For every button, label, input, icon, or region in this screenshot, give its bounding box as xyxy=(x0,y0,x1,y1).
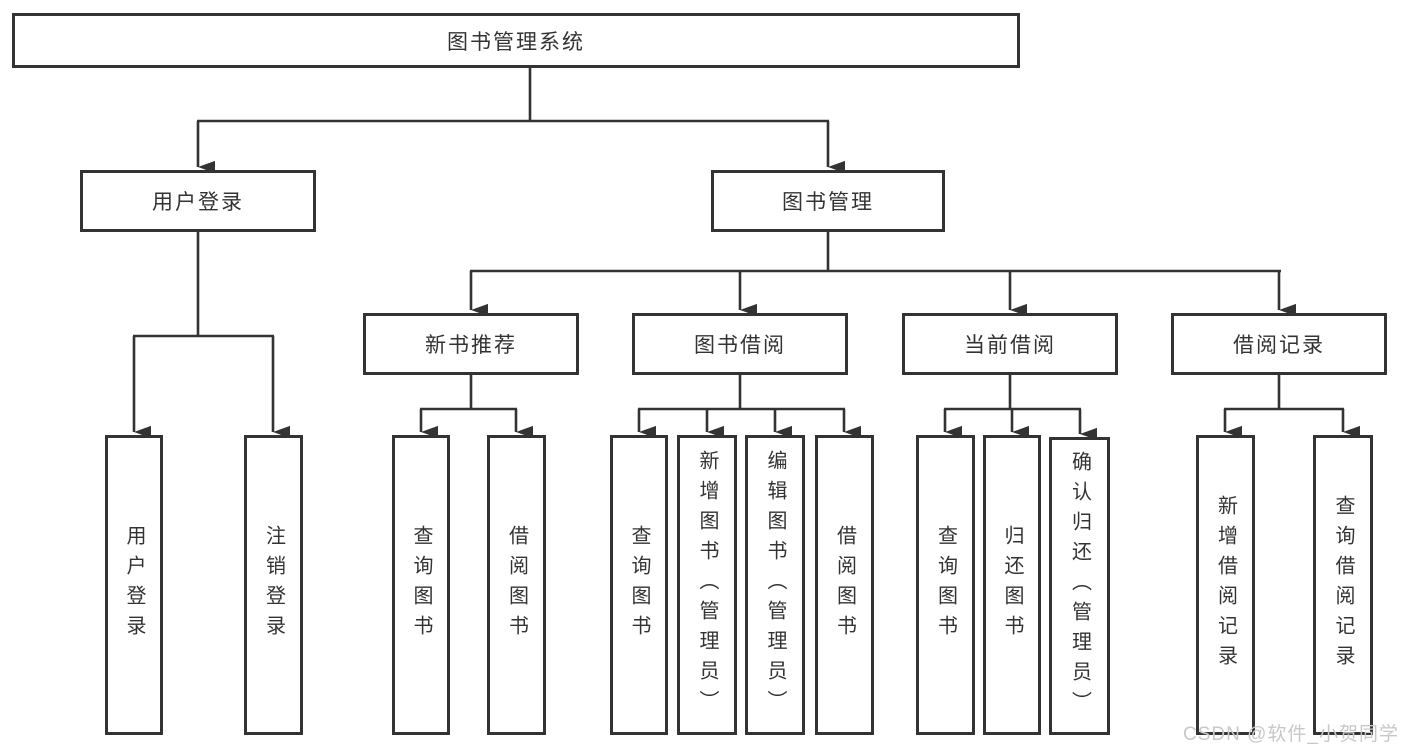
group-borrowing-records: 借阅记录 xyxy=(1171,313,1387,375)
watermark: CSDN @软件_小贺同学 xyxy=(1183,724,1399,745)
leaf-borrow-books: 借阅图书 xyxy=(815,435,874,735)
group-current-borrowing: 当前借阅 xyxy=(902,313,1118,375)
leaf-borrow-books-recommend: 借阅图书 xyxy=(487,435,546,735)
group-book-borrowing: 图书借阅 xyxy=(632,313,848,375)
leaf-add-book-admin: 新增图书（管理员） xyxy=(677,435,737,735)
leaf-return-books: 归还图书 xyxy=(983,435,1041,735)
leaf-add-borrow-record: 新增借阅记录 xyxy=(1196,435,1255,735)
leaf-user-login: 用户登录 xyxy=(105,435,163,735)
leaf-edit-book-admin: 编辑图书（管理员） xyxy=(745,435,805,735)
branch-book-management: 图书管理 xyxy=(711,170,945,232)
leaf-query-books-borrowing: 查询图书 xyxy=(610,435,668,735)
group-new-book-recommendation: 新书推荐 xyxy=(363,313,579,375)
leaf-confirm-return-admin: 确认归还（管理员） xyxy=(1049,437,1110,735)
node-root-library-system: 图书管理系统 xyxy=(12,13,1020,68)
leaf-query-books-current: 查询图书 xyxy=(916,435,975,735)
leaf-query-borrow-record: 查询借阅记录 xyxy=(1313,435,1373,735)
branch-user-login: 用户登录 xyxy=(80,170,316,232)
leaf-query-books-recommend: 查询图书 xyxy=(392,435,450,735)
leaf-logout: 注销登录 xyxy=(244,435,303,735)
